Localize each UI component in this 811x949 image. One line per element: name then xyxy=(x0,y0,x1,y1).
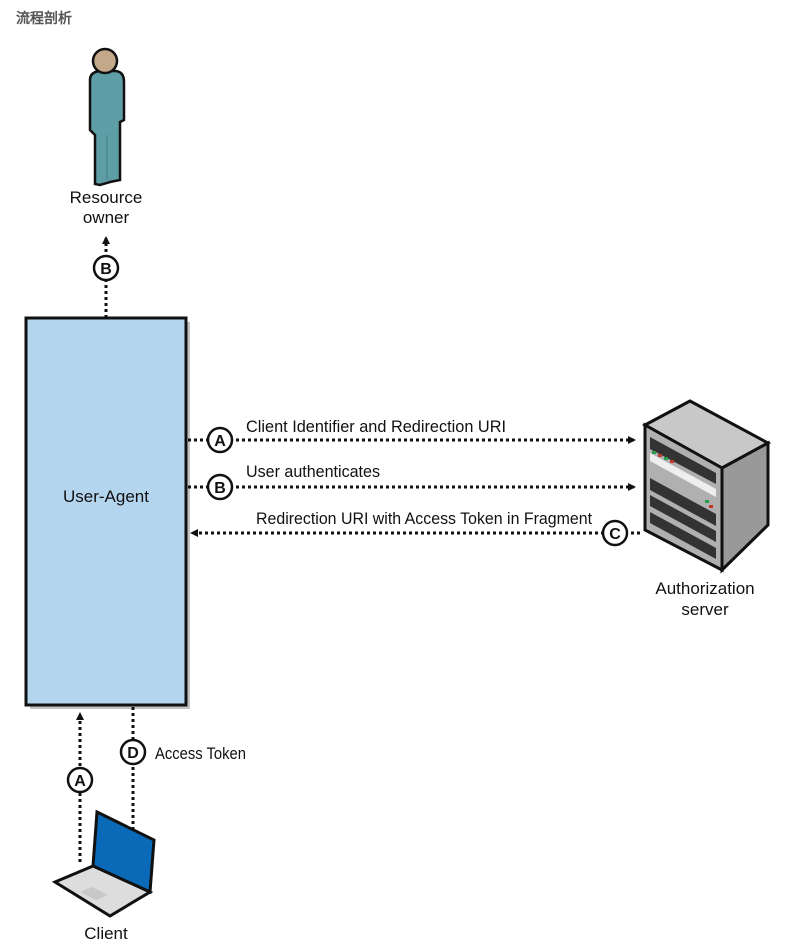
flow-c-label: Redirection URI with Access Token in Fra… xyxy=(256,509,592,528)
user-agent-box xyxy=(24,316,188,707)
resource-owner-label-2: owner xyxy=(83,208,130,227)
flow-d-label: Access Token xyxy=(155,744,246,763)
client-laptop-icon xyxy=(51,809,156,918)
resource-owner-label: Resource xyxy=(70,188,143,207)
step-a-badge xyxy=(206,426,234,454)
authorization-server-label: Authorization xyxy=(655,579,754,598)
step-b-label-2: B xyxy=(214,480,226,497)
flow-a-label: Client Identifier and Redirection URI xyxy=(246,417,506,436)
authorization-server-icon xyxy=(641,399,772,574)
client-label: Client xyxy=(84,924,128,943)
flow-b-label: User authenticates xyxy=(246,462,380,481)
page-title: 流程剖析 xyxy=(16,10,72,26)
step-c-badge xyxy=(601,519,629,547)
step-b-badge-2 xyxy=(206,473,234,501)
resource-owner-icon xyxy=(88,47,126,187)
step-b-badge xyxy=(92,254,120,282)
step-d-badge xyxy=(119,738,147,766)
step-d-label: D xyxy=(127,745,139,762)
step-b-label: B xyxy=(100,261,112,278)
step-a-label: A xyxy=(214,433,226,450)
authorization-server-label-2: server xyxy=(681,600,729,619)
user-agent-label: User-Agent xyxy=(63,487,149,506)
step-c-label: C xyxy=(609,526,621,543)
step-a-badge-2 xyxy=(66,766,94,794)
step-a-label-2: A xyxy=(74,773,86,790)
